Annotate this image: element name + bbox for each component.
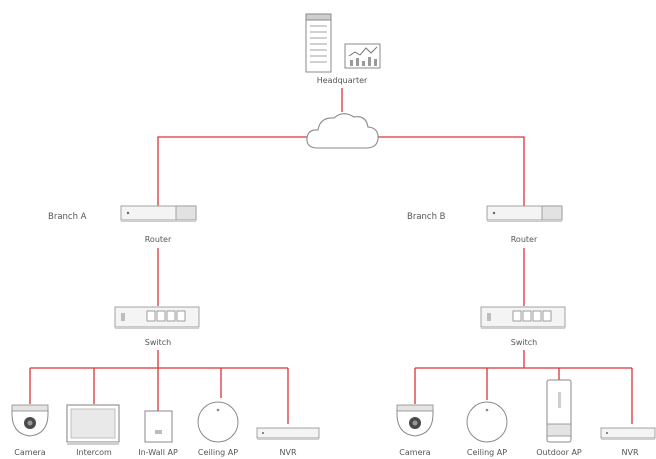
device-label-nvr-a: NVR (279, 448, 296, 457)
switch-a-icon (114, 306, 200, 329)
router-a-label: Router (145, 235, 172, 244)
headquarter-label: Headquarter (317, 76, 368, 85)
device-label-in-wall-ap: In-Wall AP (138, 448, 178, 457)
device-label-ceiling-ap-a: Ceiling AP (198, 448, 238, 457)
branch-a-name: Branch A (48, 212, 87, 222)
switch-b-label: Switch (511, 338, 537, 347)
device-label-nvr-b: NVR (621, 448, 638, 457)
branch-b-name: Branch B (407, 212, 446, 222)
nvr-icon (600, 427, 656, 440)
ceiling-ap-icon (197, 401, 239, 443)
connection-lines (29, 88, 633, 424)
switch-a-label: Switch (145, 338, 171, 347)
intercom-icon (66, 404, 120, 445)
branch-b: Branch B Router Switch Camera (396, 205, 656, 457)
router-b-label: Router (511, 235, 538, 244)
router-b-icon (486, 205, 563, 222)
device-label-intercom: Intercom (76, 448, 112, 457)
ceiling-ap-icon (466, 401, 508, 443)
device-label-outdoor-ap: Outdoor AP (536, 448, 582, 457)
link-cloud-branch-b (374, 136, 525, 206)
device-label-ceiling-ap-b: Ceiling AP (467, 448, 507, 457)
building-icon (305, 13, 332, 73)
in-wall-ap-icon (144, 410, 173, 443)
camera-icon (11, 404, 49, 437)
cloud-icon (306, 113, 379, 149)
outdoor-ap-icon (546, 379, 572, 443)
analytics-chart-icon (344, 43, 381, 69)
headquarter-node: Headquarter (305, 13, 381, 85)
link-cloud-branch-a (157, 136, 312, 206)
switch-b-icon (480, 306, 566, 329)
camera-icon (396, 404, 434, 437)
device-label-camera-b: Camera (399, 448, 430, 457)
router-a-icon (120, 205, 197, 222)
branch-a: Branch A Router Switch Camera (11, 205, 320, 457)
nvr-icon (256, 427, 320, 440)
link-switch-bus-b (414, 350, 633, 424)
device-label-camera-a: Camera (14, 448, 45, 457)
link-switch-bus-a (29, 350, 289, 424)
